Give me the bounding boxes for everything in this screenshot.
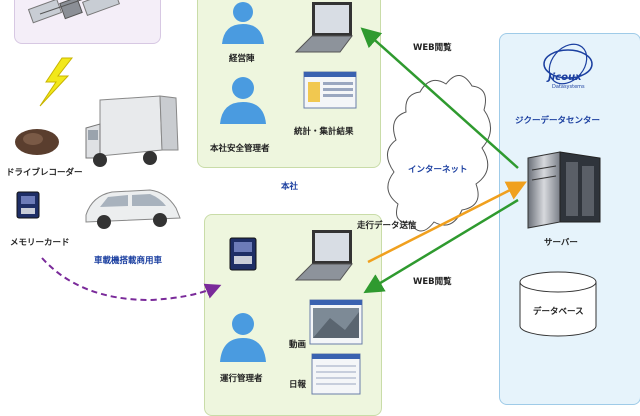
operation-manager-person-icon <box>220 313 266 362</box>
jicoux-logo-subtext: Datasystems <box>552 84 585 90</box>
vehicle-caption: 車載機搭載商用車 <box>94 256 163 266</box>
satellite-icon <box>27 0 121 24</box>
operation-manager-label: 運行管理者 <box>220 374 263 384</box>
safety-manager-label: 本社安全管理者 <box>210 144 270 154</box>
memory-card-label: メモリーカード <box>10 238 70 248</box>
driving-data-send-arrow <box>367 181 527 264</box>
server-label: サーバー <box>544 238 578 248</box>
lightning-icon <box>39 57 74 107</box>
jicoux-logo-icon <box>543 43 593 85</box>
daily-report-screen-icon <box>311 353 361 395</box>
drive-recorder-icon <box>15 129 59 155</box>
jicoux-logo-text: Jicoux <box>548 72 582 83</box>
server-icon <box>527 151 601 229</box>
internet-cloud <box>387 75 491 232</box>
management-label: 経営陣 <box>229 54 255 64</box>
video-screen-icon <box>309 299 363 345</box>
memory-card-transfer-arrow <box>41 257 222 302</box>
web-view-bottom-arrow <box>363 198 519 294</box>
operation-memory-card-icon <box>229 237 257 271</box>
web-view-bottom-label: WEB閲覧 <box>413 277 452 287</box>
operation-laptop-icon <box>294 230 353 281</box>
memory-card-icon <box>16 191 40 219</box>
car-icon <box>85 189 181 229</box>
management-person-icon <box>222 2 264 44</box>
database-label: データベース <box>533 307 584 317</box>
diagram-canvas <box>15 0 601 395</box>
internet-label: インターネット <box>408 165 468 175</box>
stats-screen-icon <box>303 71 357 109</box>
web-view-top-arrow <box>360 27 519 169</box>
jicoux-center-label: ジクーデータセンター <box>515 116 601 126</box>
web-view-top-label: WEB閲覧 <box>413 43 452 53</box>
stats-results-label: 統計・集計結果 <box>294 127 354 137</box>
daily-report-label: 日報 <box>289 380 307 390</box>
truck-icon <box>85 95 179 167</box>
head-office-label: 本社 <box>281 182 299 192</box>
video-label: 動画 <box>289 340 307 350</box>
database-icon <box>519 271 597 337</box>
drive-recorder-label: ドライブレコーダー <box>6 168 83 178</box>
head-office-laptop-icon <box>294 2 353 53</box>
driving-data-send-label: 走行データ送信 <box>357 221 417 231</box>
safety-manager-person-icon <box>220 77 266 124</box>
